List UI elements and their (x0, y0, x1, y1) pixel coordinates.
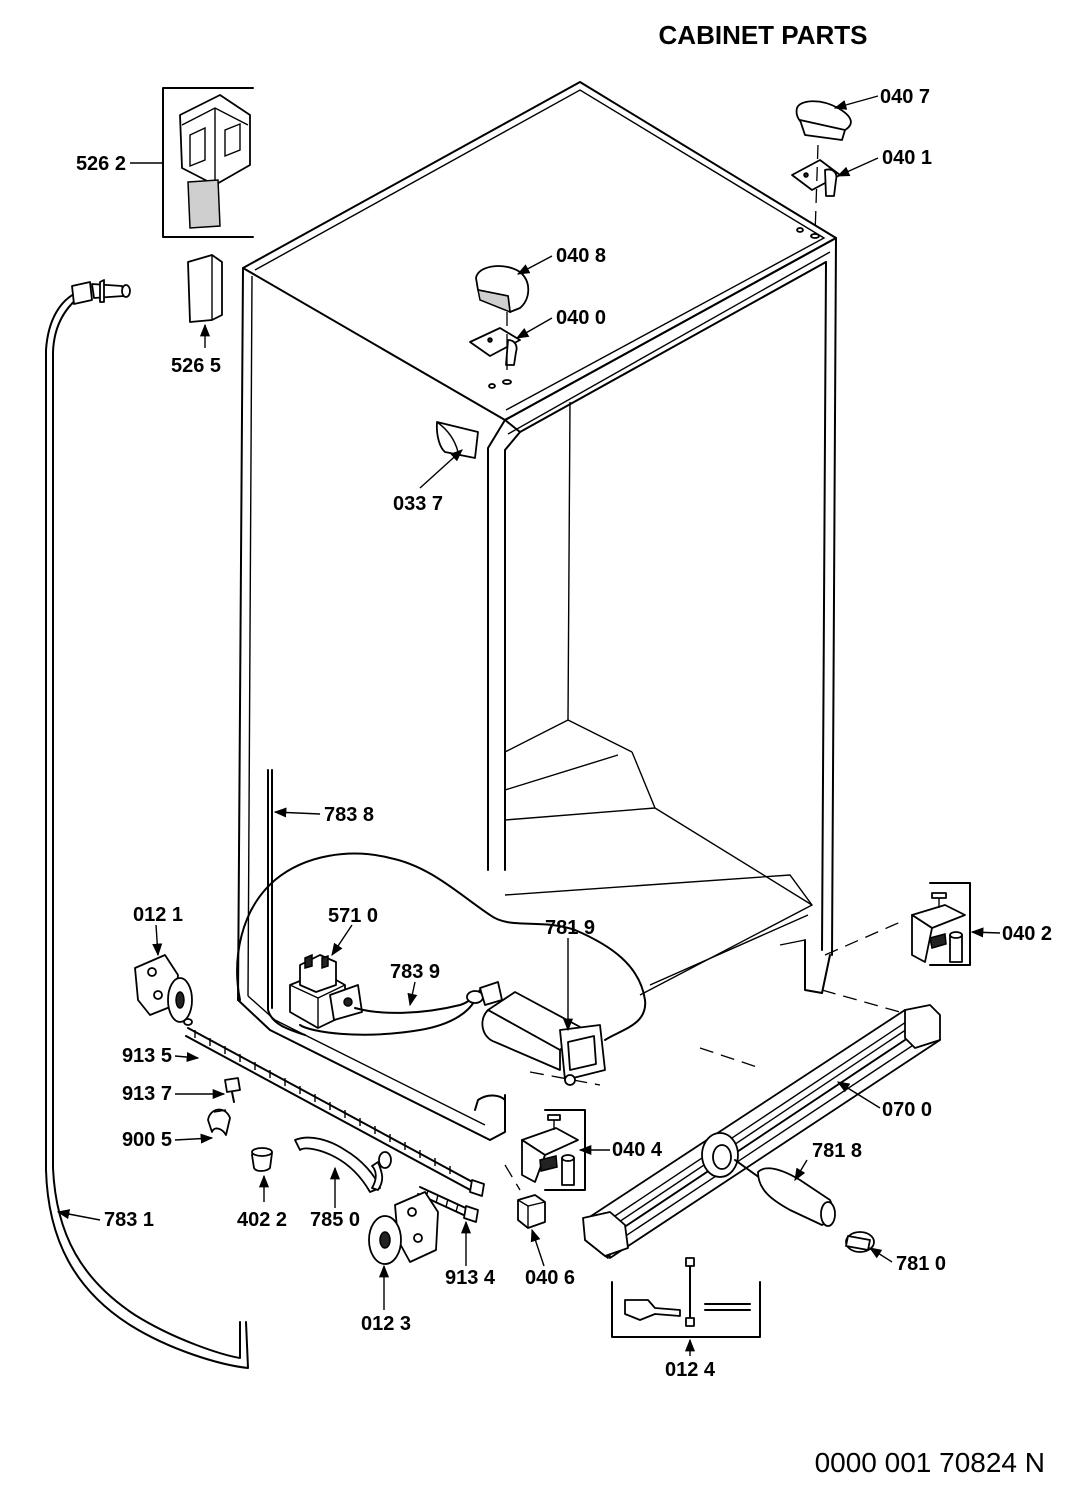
callout-040-8: 040 8 (556, 245, 606, 267)
callout-040-7: 040 7 (880, 86, 930, 108)
callout-070-0: 070 0 (882, 1099, 932, 1121)
callout-913-7: 913 7 (122, 1083, 172, 1105)
callout-781-9: 781 9 (545, 917, 595, 939)
part-526-5-cover (187, 254, 223, 323)
part-040-1-top-hinge (791, 144, 841, 239)
cabinet-body (236, 81, 936, 1191)
callout-526-2: 526 2 (76, 153, 126, 175)
part-783-9-tubing (299, 989, 484, 1036)
callout-033-7: 033 7 (393, 493, 443, 515)
part-785-0-hose (294, 1136, 392, 1193)
callout-012-4: 012 4 (665, 1359, 716, 1381)
part-012-4-leveling-kit (611, 1257, 761, 1338)
callout-040-1: 040 1 (882, 147, 932, 169)
callout-783-9: 783 9 (390, 961, 440, 983)
part-040-8-hinge-cover (475, 265, 530, 314)
callout-040-0: 040 0 (556, 307, 606, 329)
part-040-7-hinge-cover (795, 100, 852, 141)
part-781-8-filter-cartridge (734, 1159, 836, 1227)
part-040-6-bracket (517, 1194, 546, 1229)
callout-913-5: 913 5 (122, 1045, 172, 1067)
callout-402-2: 402 2 (237, 1209, 287, 1231)
callout-913-4: 913 4 (445, 1267, 496, 1289)
callout-781-0: 781 0 (896, 1253, 946, 1275)
part-012-3-roller (368, 1191, 439, 1265)
callout-040-4: 040 4 (612, 1139, 663, 1161)
callout-012-1: 012 1 (133, 904, 183, 926)
callout-571-0: 571 0 (328, 905, 378, 927)
callout-labels: 526 2 526 5 040 7 040 1 040 8 040 0 033 … (76, 86, 1052, 1381)
callout-900-5: 900 5 (122, 1129, 172, 1151)
part-033-7-insert (435, 421, 479, 459)
part-781-9-filter-housing (479, 981, 606, 1086)
callout-040-2: 040 2 (1002, 923, 1052, 945)
callout-785-0: 785 0 (310, 1209, 360, 1231)
part-781-0-filter-cap (845, 1231, 875, 1253)
diagram-title: CABINET PARTS (659, 20, 868, 50)
part-571-0-valve (289, 953, 363, 1029)
part-783-8-tube (267, 769, 306, 1036)
leader-lines (56, 95, 1001, 1356)
callout-781-8: 781 8 (812, 1140, 862, 1162)
part-402-2-plug (251, 1147, 273, 1172)
callout-783-1: 783 1 (104, 1209, 154, 1231)
part-913-5-screw (185, 1027, 485, 1197)
callout-526-5: 526 5 (171, 355, 221, 377)
part-012-1-roller (134, 954, 193, 1026)
part-900-5-clip (207, 1108, 231, 1136)
part-070-0-grille (582, 1004, 941, 1259)
callout-012-3: 012 3 (361, 1313, 411, 1335)
part-526-2-control-housing (162, 87, 254, 238)
part-040-2-bottom-hinge (911, 882, 971, 966)
callout-040-6: 040 6 (525, 1267, 575, 1289)
document-number: 0000 001 70824 N (815, 1447, 1045, 1478)
part-913-7-screw (224, 1077, 241, 1103)
callout-783-8: 783 8 (324, 804, 374, 826)
part-040-4-hinge (521, 1109, 586, 1191)
part-040-0-hinge (469, 312, 521, 389)
part-783-1-tube (45, 279, 249, 1369)
